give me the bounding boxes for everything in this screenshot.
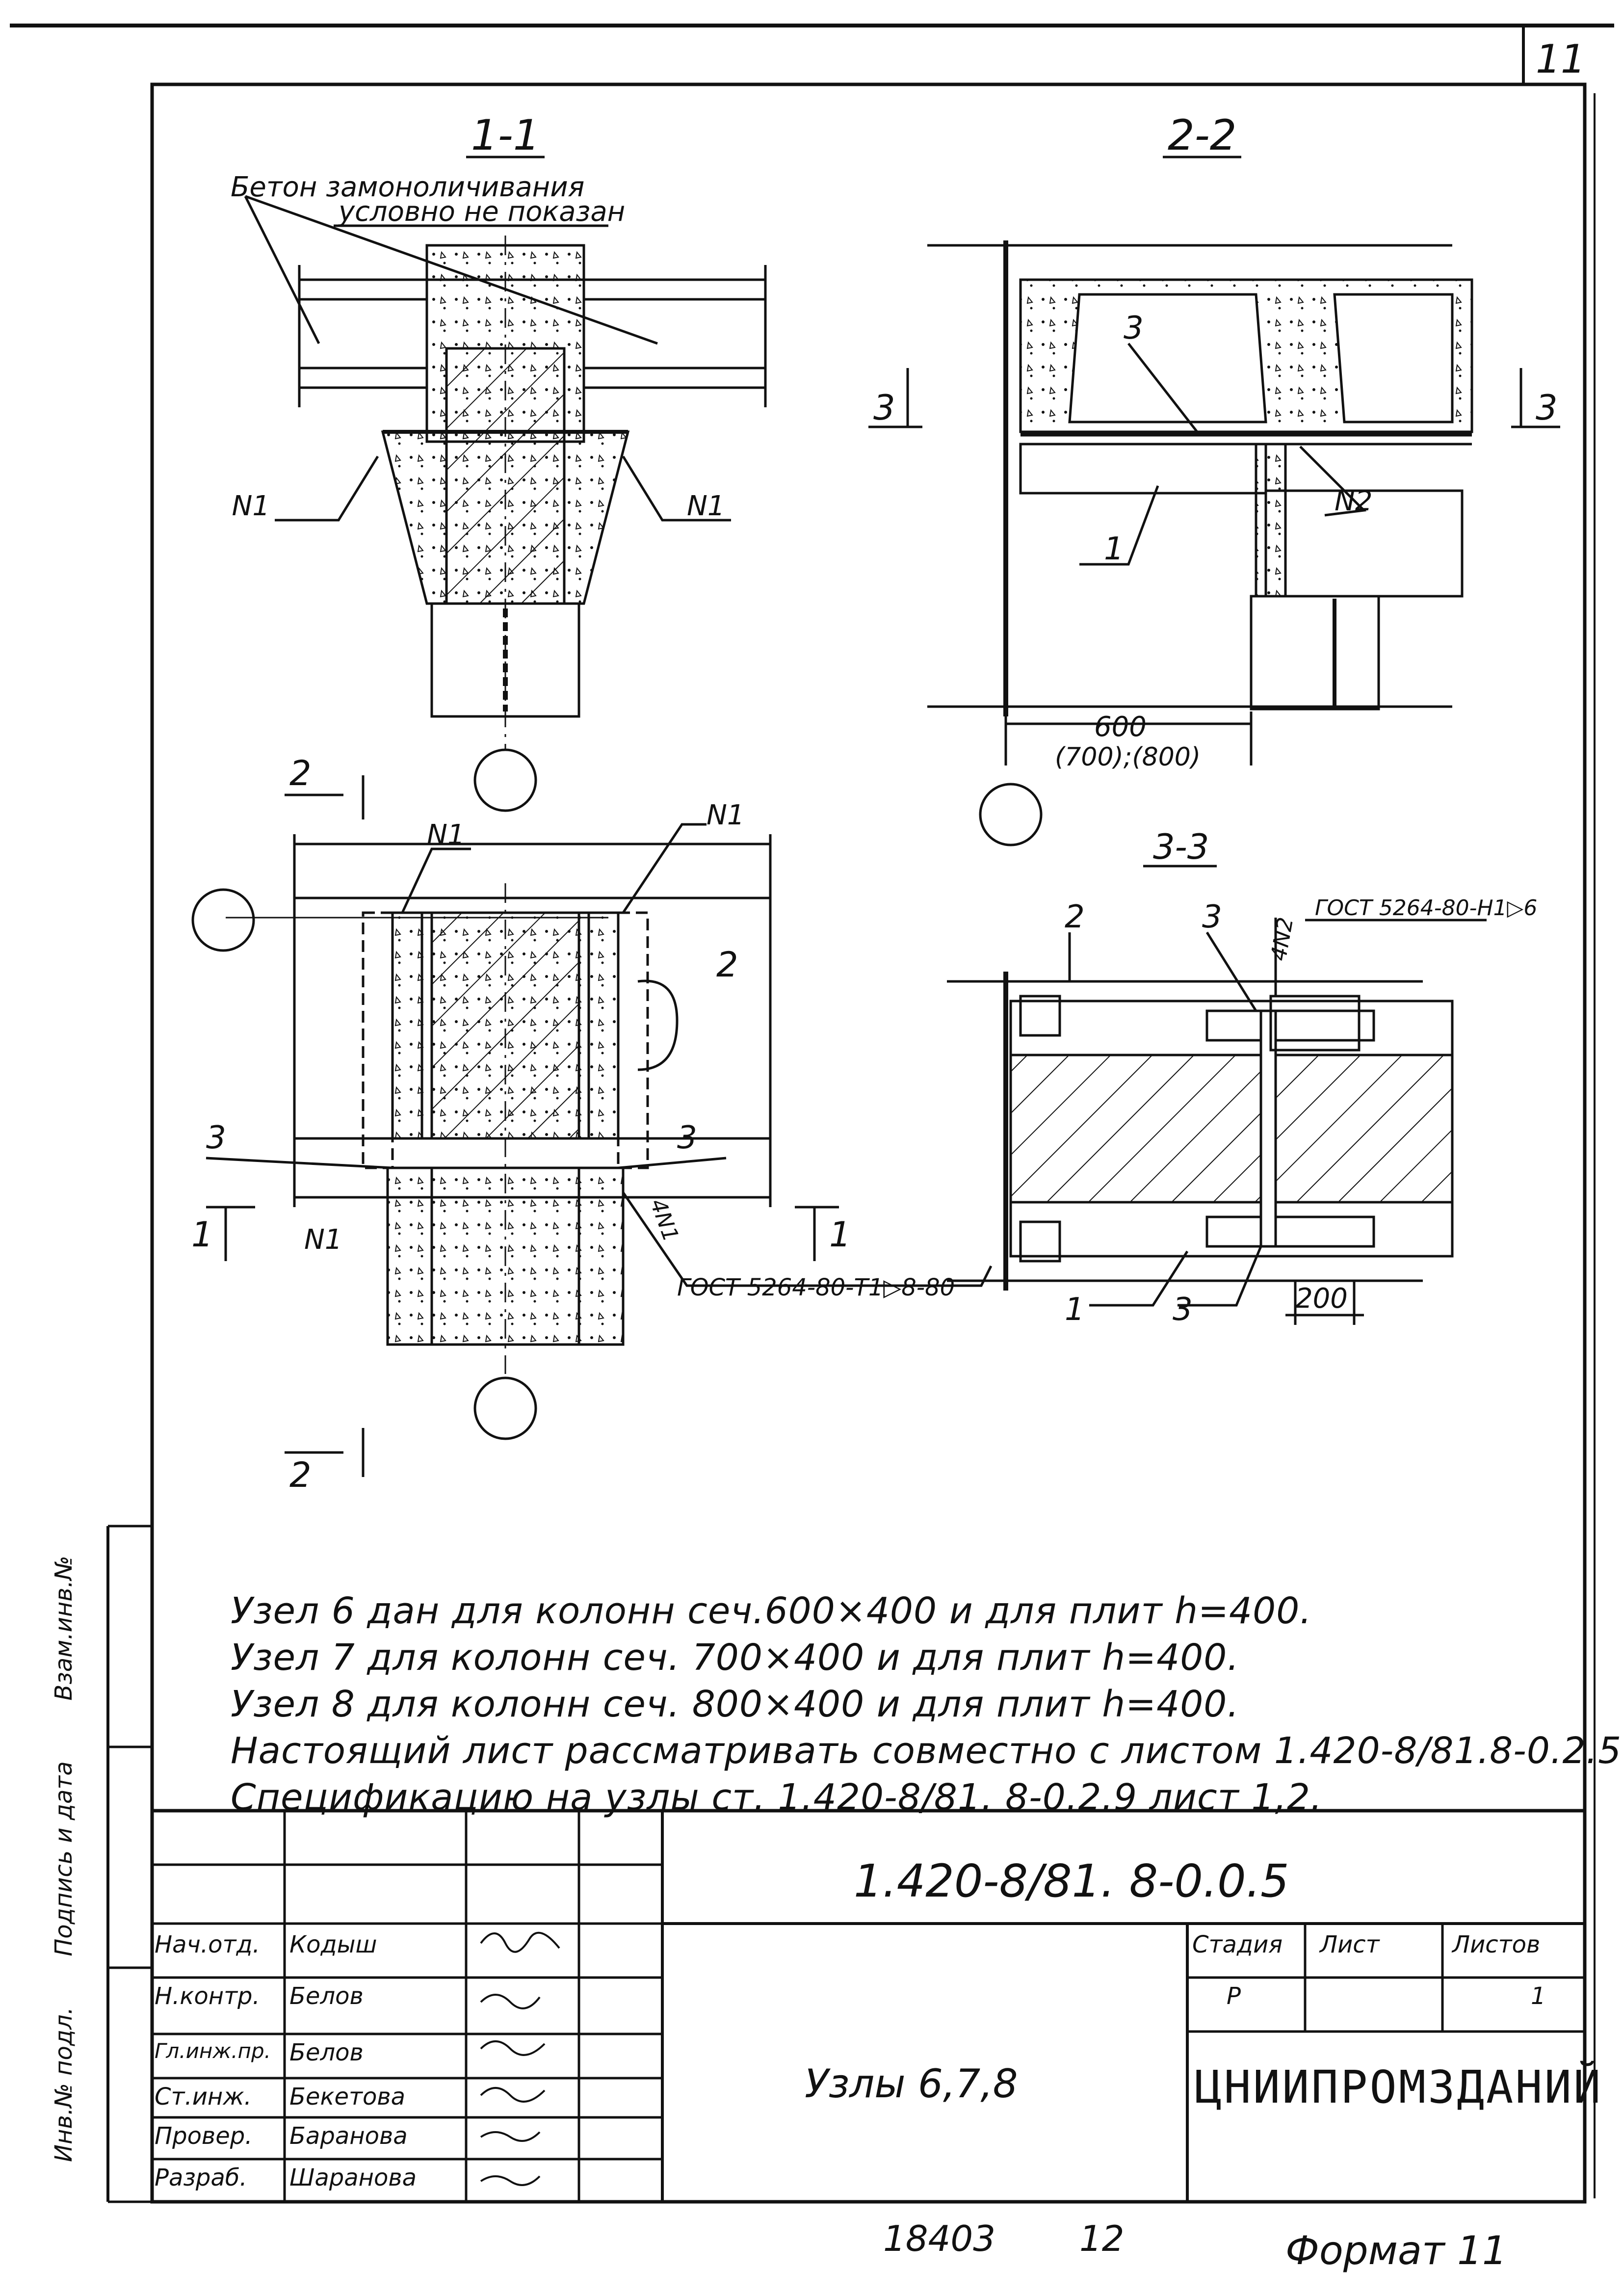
dim-200: 200 xyxy=(1295,1283,1348,1315)
doc-code: 1.420-8/81. 8-0.0.5 xyxy=(854,1855,1289,1907)
name-5: Баранова xyxy=(289,2122,408,2150)
label-n1-plan-top-right: N1 xyxy=(707,799,745,831)
label-4n1: 4N1 xyxy=(645,1195,683,1245)
note-line-3: Узел 8 для колонн сеч. 800×400 и для пли… xyxy=(231,1683,1239,1725)
label-cut2-top: 2 xyxy=(289,753,312,793)
label-n1-right: N1 xyxy=(687,490,725,522)
label-3-cut-left: 3 xyxy=(873,388,895,428)
role-1: Нач.отд. xyxy=(155,1931,260,1958)
sheet-frame xyxy=(10,24,1614,2204)
weld-note-t1: ГОСТ 5264-80-Т1▷8-80 xyxy=(677,1274,955,1301)
label-pos3-plan-left: 3 xyxy=(206,1120,226,1156)
section-1-1: 1-1 xyxy=(244,111,767,812)
label-cut1-left: 1 xyxy=(191,1214,213,1255)
copy-number: 12 xyxy=(1079,2218,1125,2259)
label-pos3-s33-top: 3 xyxy=(1202,899,1222,935)
side-label-podp: Подпись и дата xyxy=(50,1761,78,1956)
signature-marks xyxy=(480,1931,560,2186)
stage-value: Р xyxy=(1227,1982,1241,2010)
label-pos1-s22: 1 xyxy=(1104,531,1124,567)
note-line-1: Узел 6 дан для колонн сеч.600×400 и для … xyxy=(231,1590,1312,1632)
label-3-cut-right: 3 xyxy=(1536,388,1558,428)
plan-view xyxy=(191,775,993,1477)
role-4: Ст.инж. xyxy=(155,2083,252,2111)
label-pos1-s33: 1 xyxy=(1065,1292,1085,1328)
side-label-inv: Инв.№ подл. xyxy=(50,2007,78,2162)
section-3-3-title: 3-3 xyxy=(1153,827,1209,867)
note-line-4: Настоящий лист рассматривать совместно с… xyxy=(231,1730,1623,1772)
label-pos3-plan-right: 3 xyxy=(677,1120,697,1156)
label-pos2-s33: 2 xyxy=(1065,899,1085,935)
section-2-2-title: 2-2 xyxy=(1168,111,1236,160)
role-3: Гл.инж.пр. xyxy=(155,2039,271,2063)
sheets-header: Листов xyxy=(1452,1931,1541,1958)
name-3: Белов xyxy=(289,2039,364,2066)
label-cut1-right: 1 xyxy=(829,1214,851,1255)
dim-700-800: (700);(800) xyxy=(1055,742,1201,772)
label-n2: N2 xyxy=(1335,485,1373,517)
name-1: Кодыш xyxy=(289,1931,377,1958)
label-n1-plan-left: N1 xyxy=(304,1224,342,1256)
sheet-header: Лист xyxy=(1320,1931,1380,1958)
drawing-title: Узлы 6,7,8 xyxy=(805,2061,1018,2107)
note-line-5: Спецификацию на узлы ст. 1.420-8/81. 8-0… xyxy=(231,1776,1323,1819)
label-pos2-plan: 2 xyxy=(716,945,738,985)
inv-number: 18403 xyxy=(883,2218,996,2259)
sheets-value: 1 xyxy=(1531,1982,1546,2010)
weld-note-h1: ГОСТ 5264-80-Н1▷6 xyxy=(1315,896,1537,921)
page-number: 11 xyxy=(1536,36,1586,82)
label-4n2: 4N2 xyxy=(1266,915,1299,962)
note-line-2: Узел 7 для колонн сеч. 700×400 и для пли… xyxy=(231,1636,1239,1679)
label-pos3-s22: 3 xyxy=(1124,310,1144,346)
organization: ЦНИИПРОМЗДАНИЙ xyxy=(1195,2061,1603,2113)
role-5: Провер. xyxy=(155,2122,253,2150)
section-1-1-title: 1-1 xyxy=(471,111,540,160)
side-label-vzam: Взам.инв.№ xyxy=(50,1556,78,1701)
name-2: Белов xyxy=(289,1982,364,2010)
name-4: Бекетова xyxy=(289,2083,406,2111)
stage-header: Стадия xyxy=(1192,1931,1283,1958)
title-block-frame xyxy=(152,1809,1585,2202)
role-2: Н.контр. xyxy=(155,1982,260,2010)
label-n1-left: N1 xyxy=(232,490,270,522)
name-6: Шаранова xyxy=(289,2164,417,2191)
dim-600: 600 xyxy=(1094,711,1147,743)
section-3-3: 3-3 xyxy=(947,827,1487,1325)
format-label: Формат 11 xyxy=(1285,2228,1507,2273)
label-n1-plan-top-left: N1 xyxy=(427,819,465,851)
label-pos3-s33-bottom: 3 xyxy=(1173,1292,1193,1328)
role-6: Разраб. xyxy=(155,2164,247,2191)
callout-line2: условно не показан xyxy=(338,196,625,228)
label-cut2-bottom: 2 xyxy=(289,1455,312,1495)
section-2-2: 2-2 xyxy=(868,111,1560,846)
callout-line1: Бетон замоноличивания xyxy=(231,171,584,203)
